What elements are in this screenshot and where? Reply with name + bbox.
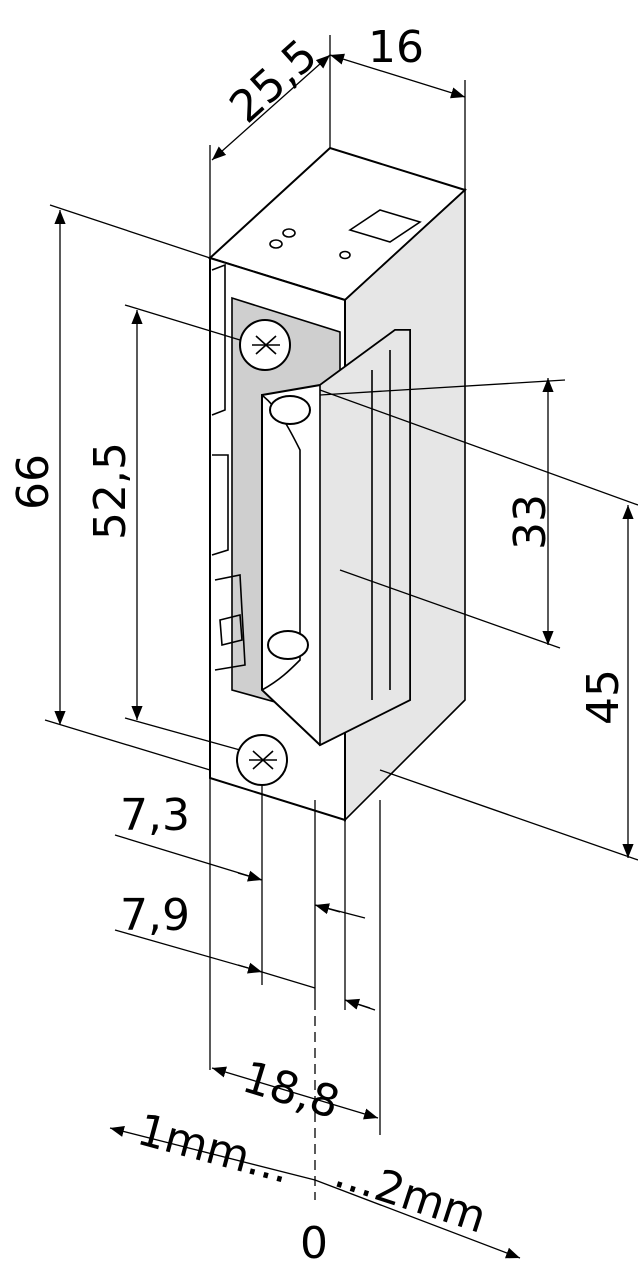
top-slot xyxy=(348,209,422,243)
upper-screw xyxy=(239,319,291,371)
dim-height-screws-label: 52,5 xyxy=(85,442,136,540)
dim-latch-height-label: 33 xyxy=(505,494,556,550)
top-hole-2 xyxy=(269,239,283,249)
lower-screw xyxy=(236,734,288,786)
middle-screw xyxy=(267,395,311,660)
latch-bolt-side xyxy=(319,329,411,747)
adjust-zero-label: 0 xyxy=(300,1218,328,1269)
door-opener-body xyxy=(208,146,467,822)
dim-width-front-label: 18,8 xyxy=(237,1052,346,1129)
dim-latch-offset-label: 45 xyxy=(578,669,629,725)
dim-depth-label: 25,5 xyxy=(220,30,327,133)
adjust-right-label: ...2mm xyxy=(329,1147,493,1244)
dim-height-total-label: 66 xyxy=(8,454,59,510)
dimension-lines xyxy=(44,35,638,1259)
top-hole-3 xyxy=(339,250,351,260)
dim-offset-7-3-label: 7,3 xyxy=(120,790,190,841)
top-hole-1 xyxy=(282,228,296,238)
dim-width-top-label: 16 xyxy=(368,22,424,73)
dim-offset-7-9-label: 7,9 xyxy=(120,890,190,941)
adjust-left-label: 1mm... xyxy=(132,1104,296,1194)
